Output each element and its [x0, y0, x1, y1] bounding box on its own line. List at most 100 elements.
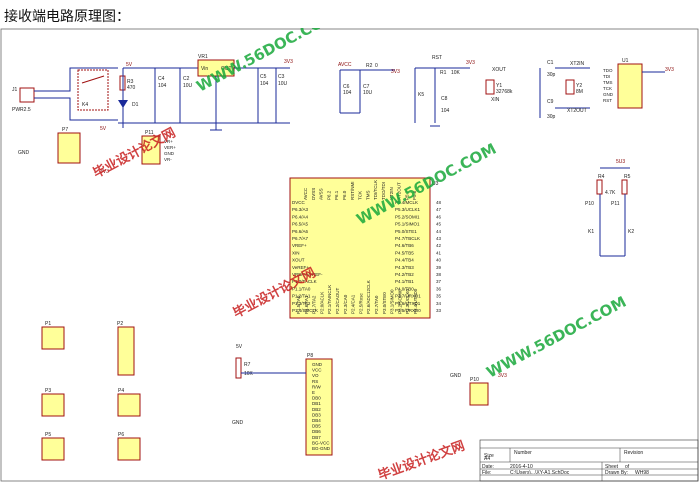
mcu-top-pin-7: TCK	[358, 191, 363, 200]
p10-key-label: P10	[585, 201, 594, 207]
mcu-right-pin-8: P4.4/TB4	[395, 258, 414, 263]
u1-label: U1	[622, 58, 629, 64]
watermark-cn-3: 毕业设计论文网	[376, 438, 467, 483]
crystal-block: XOUT Y1 32768k XIN C1 30p C9 30p Y2 8M X…	[485, 60, 590, 120]
mcu-top-pin-12: XT2OUT	[397, 182, 402, 200]
lcd-pin-9: DB3	[312, 412, 321, 417]
p2-body	[117, 326, 135, 376]
r2-value: 0	[375, 63, 378, 69]
r5-label: R5	[624, 174, 631, 180]
c4-label: C4	[158, 76, 165, 82]
mcu-right-pin-6: P4.6/TB6	[395, 243, 414, 248]
mcu-right-pin-0: P5.4/MCLK	[395, 200, 418, 205]
r4-label: R4	[598, 174, 605, 180]
j1-label: J1	[12, 87, 18, 93]
mcu-right-num-8: 40	[436, 258, 442, 263]
mcu-bottom-pin-6: P2.3/CA0	[343, 294, 348, 314]
pwr-label: PWR2.5	[12, 107, 31, 113]
mcu-bottom-pin-3: P2.0/ACLK	[319, 292, 324, 314]
k2-label: K2	[628, 229, 634, 235]
r7-gnd: GND	[232, 420, 244, 426]
mcu-right-num-13: 35	[436, 294, 442, 299]
mcu-bottom-pin-7: P2.4/CA1	[351, 294, 356, 314]
mcu-top-pin-4: P6.1	[334, 190, 339, 200]
mcu-bottom-pin-12: P3.1/SIMO0	[390, 289, 395, 314]
lcd-pin-1: VCC	[312, 368, 322, 373]
p8-body	[305, 358, 333, 456]
mcu-right-pin-3: P5.1/SIMO1	[395, 222, 420, 227]
mcu-right-pin-9: P4.3/TB3	[395, 265, 414, 270]
mcu-bottom-pin-15: P3.4/UTXD0	[413, 288, 418, 314]
mcu-left-pin-9: VeREF+	[292, 265, 309, 270]
y1-label: Y1	[496, 83, 502, 89]
mcu-top-pin-5: P6.0	[342, 190, 347, 200]
mcu-right-num-5: 43	[436, 236, 442, 241]
lcd-pin-13: DB7	[312, 435, 321, 440]
switch-blade	[81, 75, 105, 84]
mcu-top-pin-8: TMS	[365, 191, 370, 201]
mcu-right-pin-5: P4.7/TBCLK	[395, 236, 420, 241]
mcu-right-num-4: 44	[436, 229, 442, 234]
y2-value: 8M	[576, 89, 583, 95]
tb-size-label: Size	[484, 453, 494, 459]
p11-body	[141, 135, 161, 165]
switch-k4	[77, 69, 109, 111]
vr-header-p11: P11 VR+ VER+ GND VR-	[141, 130, 176, 165]
p7-3v3: 3V3	[100, 169, 109, 175]
mcu-u3: U3 DVCCP6.3/A3P6.4/A4P6.5/A5P6.6/A6P6.7/…	[289, 177, 442, 319]
p7-body	[57, 132, 81, 164]
r2-label: R2	[366, 63, 373, 69]
p11-label: P11	[145, 130, 154, 136]
p7-gnd: GND	[18, 150, 30, 156]
v3v3-label: 3V3	[284, 59, 293, 65]
mcu-bottom-pin-9: P2.6/ADC12CLK	[366, 280, 371, 314]
mcu-right-pin-1: P5.3/UCLK1	[395, 207, 421, 212]
wire-vin	[34, 67, 118, 92]
keys-5u3: 5U3	[616, 159, 625, 165]
avcc-3v3-label: 3V3	[391, 69, 400, 75]
title-block-frame	[479, 439, 699, 482]
tb-revision: Revision	[624, 450, 643, 456]
mcu-right-num-2: 46	[436, 214, 442, 219]
c1-value: 30p	[547, 72, 556, 78]
p10-header-label: P10	[470, 377, 479, 383]
mcu-left-pin-15: P1.4/SMCLK	[292, 308, 318, 313]
mcu-left-pin-3: P6.5/A5	[292, 222, 309, 227]
lcd-pin-0: GND	[312, 362, 323, 367]
mcu-left-pin-5: P6.7/A7	[292, 236, 309, 241]
p3-body	[41, 393, 65, 417]
mcu-top-pin-0: AVCC	[303, 187, 308, 200]
v5-label: 5V	[126, 62, 133, 68]
lcd-pin-6: DB0	[312, 396, 321, 401]
mcu-right-num-10: 38	[436, 272, 442, 277]
y1-value: 32768k	[496, 89, 513, 95]
mcu-right-num-7: 41	[436, 250, 442, 255]
avcc-label: AVCC	[338, 62, 352, 68]
mcu-bottom-pin-14: P3.3/UCLK0	[405, 288, 410, 314]
mcu-left-pin-14: P1.3/TA2	[292, 301, 311, 306]
port-headers: P1 P2 P3 P4 P5 P6 P10 GND 3V3	[41, 321, 507, 461]
tb-drawn-label: Drawn By:	[605, 470, 628, 476]
c4-value: 104	[158, 83, 167, 89]
lcd-pin-labels: GNDVCCVORSR/WEDB0DB1DB2DB3DB4DB5DB6DB7BG…	[312, 362, 331, 451]
mcu-bottom-pin-2: P1.7/TA2	[312, 295, 317, 314]
mcu-right-num-0: 48	[436, 200, 442, 205]
p7-label: P7	[62, 127, 68, 133]
c2-value: 10U	[183, 83, 193, 89]
mcu-top-pin-11: XT2IN	[389, 187, 394, 200]
tb-date: 2016-4-10	[510, 464, 533, 470]
mcu-right-num-11: 37	[436, 279, 442, 284]
xout-label: XOUT	[492, 67, 506, 73]
jtag-pin-5: RST	[603, 98, 612, 103]
resistor-r5	[621, 179, 628, 195]
p4-label: P4	[118, 388, 124, 394]
rst-label: RST	[432, 55, 442, 61]
mcu-bottom-pin-1: P1.6/TA1	[304, 295, 309, 314]
key-block: 5U3 R4 R5 4.7K P10 P11 K1 K2	[585, 159, 634, 257]
power-input-block: J1 PWR2.5 K4 5V R3 470 D1 C4 104 C2 10U …	[12, 54, 293, 131]
c9-label: C9	[547, 99, 554, 105]
vr1-label: VR1	[198, 54, 208, 60]
sheet-border	[0, 28, 699, 482]
mcu-bottom-pin-11: P3.0/STE0	[382, 292, 387, 314]
lcd-pin-4: R/W	[312, 384, 322, 389]
